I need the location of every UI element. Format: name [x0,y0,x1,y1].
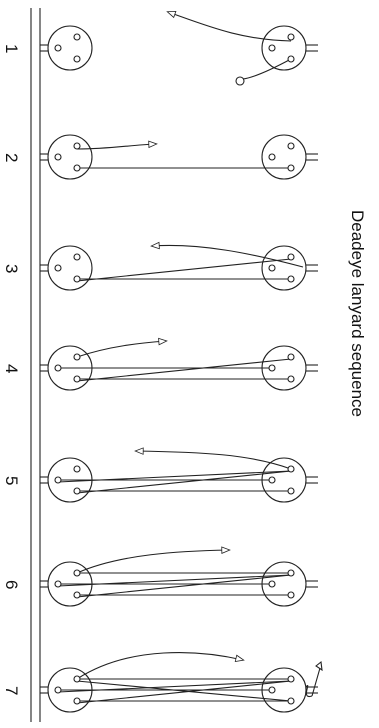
lanyard-pass [76,470,292,494]
deadeye-hole [287,353,295,361]
deadeye-hole [268,476,276,484]
deadeye-hole [73,142,81,150]
deadeye-hole [54,264,62,272]
deadeye-hole [287,675,295,683]
deadeye-hole [287,697,295,705]
deadeye-hole [54,364,62,372]
deadeye-hole [73,375,81,383]
deadeye-hole [268,264,276,272]
seizing-end [315,660,323,672]
deadeye-hole [268,686,276,694]
step-number: 2 [2,153,21,162]
lanyard-end-arrow [150,241,304,268]
lanyard-pass [76,258,292,282]
step-3: 3 [2,241,318,291]
lanyard-pass [57,574,292,587]
deadeye-hole [73,275,81,283]
deadeye-hole [287,465,295,473]
lanyard-end-arrow [166,10,292,42]
deadeye-hole [287,142,295,150]
lanyard-end-arrow [76,140,158,150]
deadeye-hole [268,153,276,161]
deadeye-hole [287,33,295,41]
left-deadeye [47,25,93,71]
deadeye-hole [287,164,295,172]
lanyard-end-arrow [76,337,168,358]
step-2: 2 [2,134,318,180]
knot-icon [235,76,245,86]
deadeye-hole [287,569,295,577]
step-number: 7 [2,686,21,695]
deadeye-hole [268,580,276,588]
deadeye-hole [287,55,295,63]
lanyard-pass [76,680,292,704]
step-5: 5 [2,447,318,503]
step-4: 4 [2,337,318,391]
lanyard-pass [57,470,292,483]
step-number: 3 [2,264,21,273]
deadeye-hole [54,686,62,694]
right-deadeye [261,25,307,71]
deadeye-hole [73,675,81,683]
lanyard-end [242,58,292,80]
deadeye-hole [73,55,81,63]
deadeye-hole [268,364,276,372]
deadeye-hole [73,591,81,599]
deadeye-hole [73,569,81,577]
deadeye-hole [287,487,295,495]
deadeye-hole [73,353,81,361]
deadeye-hole [73,33,81,41]
diagram-title: Deadeye lanyard sequence [348,210,367,417]
deadeye-hole [268,44,276,52]
lanyard-pass [76,574,292,598]
deadeye-hole [287,253,295,261]
deadeye-hole [287,591,295,599]
deadeye-hole [54,153,62,161]
lanyard-end-arrow [76,546,231,574]
deadeye-hole [54,476,62,484]
lanyard-pass [57,680,292,693]
deadeye-hole [287,375,295,383]
lanyard-end-arrow [76,652,245,680]
step-number: 1 [2,44,21,53]
step-7: 7 [2,652,323,713]
deadeye-hole [54,580,62,588]
deadeye-hole [73,164,81,172]
lanyard-pass [76,358,292,382]
lanyard-end-arrow [134,447,292,470]
step-number: 4 [2,364,21,373]
step-number: 5 [2,476,21,485]
deadeye-hole [73,697,81,705]
seizing [305,667,321,698]
deadeye-hole [54,44,62,52]
lanyard-pass [76,680,292,702]
deadeye-hole [73,487,81,495]
deadeye-hole [73,465,81,473]
step-number: 6 [2,580,21,589]
step-1: 1 [2,10,318,86]
deadeye-hole [73,253,81,261]
step-6: 6 [2,546,318,607]
deadeye-hole [287,275,295,283]
